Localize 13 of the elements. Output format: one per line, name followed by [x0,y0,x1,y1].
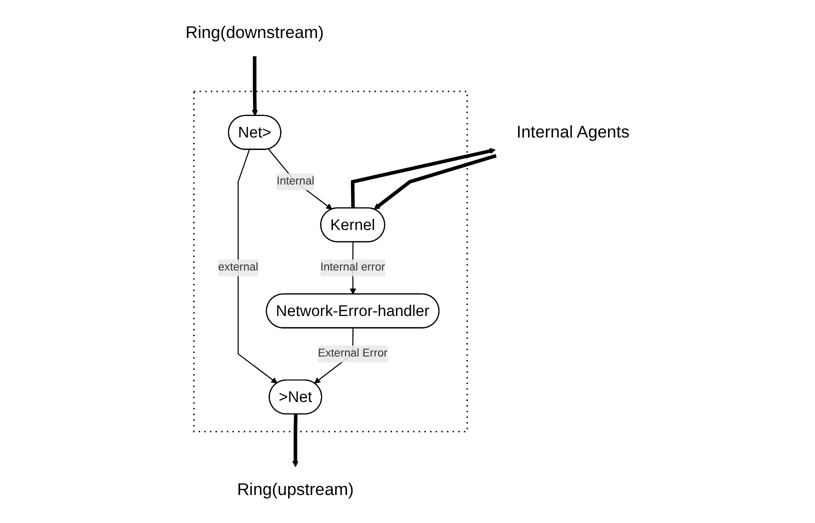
arrow [374,154,497,210]
node-text: Ring(upstream) [237,480,354,500]
arrow [292,414,299,468]
arrow [238,150,278,384]
node-text: Internal Agents [516,122,630,142]
edge-label: Internal error [320,262,385,274]
node-text: Ring(downstream) [185,23,324,42]
edge-label: External Error [318,348,388,360]
edge-label: Internal [276,175,314,188]
arrow [350,148,496,208]
edge-label: external [218,262,258,274]
arrow [252,56,258,116]
arrow [268,148,332,210]
